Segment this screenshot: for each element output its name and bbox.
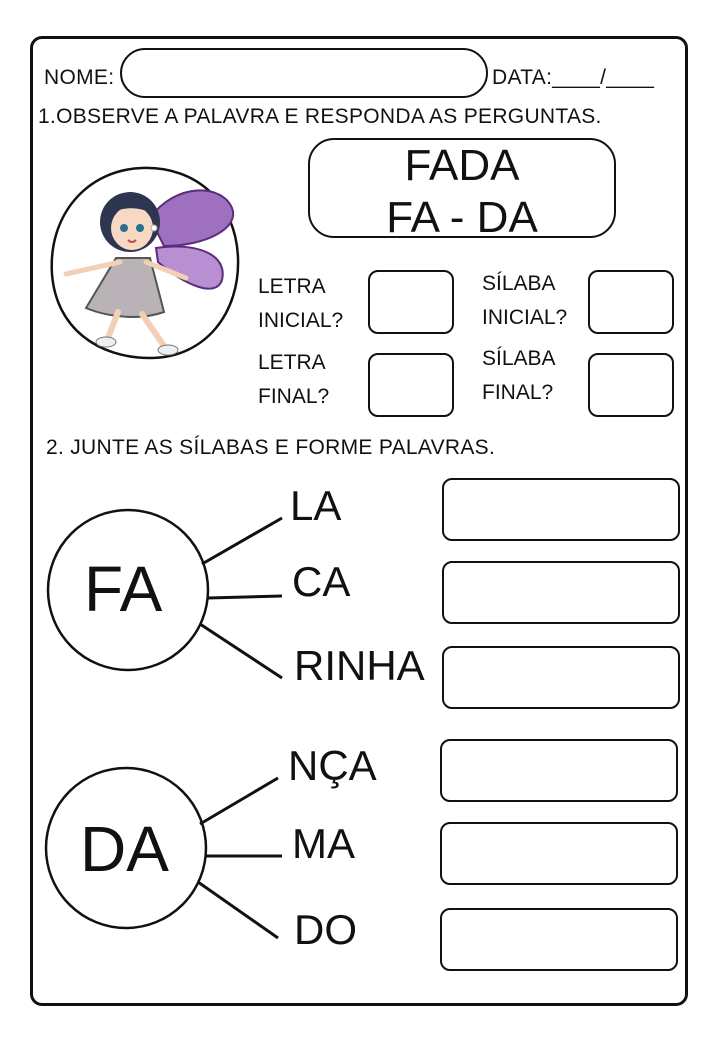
question-silaba-final: SÍLABA FINAL? — [482, 342, 556, 410]
word-box: FADA FA - DA — [308, 138, 616, 242]
answer-silaba-inicial[interactable] — [588, 270, 674, 334]
question-line: FINAL? — [258, 385, 330, 408]
answer-box-fala[interactable] — [442, 478, 680, 541]
name-field[interactable] — [120, 48, 488, 98]
question-silaba-inicial: SÍLABA INICIAL? — [482, 267, 567, 335]
worksheet-border — [30, 36, 688, 1006]
syllable-do: DO — [294, 906, 357, 953]
answer-letra-inicial[interactable] — [368, 270, 454, 334]
word-split: FA - DA — [386, 193, 538, 242]
syllable-ma: MA — [292, 820, 355, 867]
q1-instruction: 1.OBSERVE A PALAVRA E RESPONDA AS PERGUN… — [38, 105, 602, 128]
q2-instruction: 2. JUNTE AS SÍLABAS E FORME PALAVRAS. — [46, 436, 496, 459]
root-da: DA — [80, 813, 169, 885]
question-line: LETRA — [258, 351, 326, 374]
question-line: SÍLABA — [482, 347, 556, 370]
date-label: DATA:____/____ — [492, 66, 655, 89]
answer-box-faca[interactable] — [442, 561, 680, 624]
word-fada: FADA — [404, 141, 520, 190]
question-letra-final: LETRA FINAL? — [258, 346, 329, 414]
question-line: INICIAL? — [482, 306, 568, 329]
answer-letra-final[interactable] — [368, 353, 454, 417]
question-line: SÍLABA — [482, 272, 556, 295]
question-line: LETRA — [258, 275, 326, 298]
answer-box-farinha[interactable] — [442, 646, 680, 709]
question-line: INICIAL? — [258, 309, 344, 332]
answer-box-dama[interactable] — [440, 822, 678, 885]
answer-box-danca[interactable] — [440, 739, 678, 802]
name-label: NOME: — [44, 66, 115, 89]
question-line: FINAL? — [482, 381, 554, 404]
root-fa: FA — [84, 553, 163, 625]
answer-box-dado[interactable] — [440, 908, 678, 971]
syllable-rinha: RINHA — [294, 642, 425, 689]
syllable-la: LA — [290, 482, 342, 529]
answer-silaba-final[interactable] — [588, 353, 674, 417]
fairy-illustration — [50, 166, 240, 360]
syllable-nca: NÇA — [288, 742, 377, 789]
question-letra-inicial: LETRA INICIAL? — [258, 270, 343, 338]
syllable-ca: CA — [292, 558, 351, 605]
